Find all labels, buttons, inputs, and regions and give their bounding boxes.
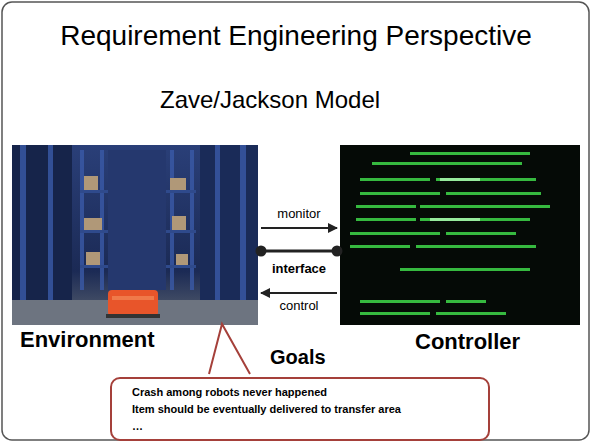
code-screen-illustration	[340, 145, 580, 325]
callout-tail	[92, 374, 93, 375]
slide-title: Requirement Engineering Perspective	[0, 20, 592, 52]
warehouse-illustration	[12, 145, 258, 325]
image-box: Controller	[340, 145, 580, 325]
image-box: Environment	[12, 145, 258, 325]
signal-arrow	[261, 292, 337, 294]
signal-arrow	[261, 227, 337, 229]
goal-text: …	[132, 418, 468, 435]
goals-heading: Goals	[270, 346, 326, 369]
node-label: Controller	[415, 329, 520, 355]
subtitle: Zave/Jackson Model	[160, 86, 360, 114]
robot-illustration	[106, 290, 160, 318]
callout-tail-fill	[211, 326, 247, 375]
edge-label: monitor	[275, 206, 322, 221]
interface-line	[261, 250, 337, 253]
callout-tail-line	[209, 324, 250, 374]
edge-label: control	[277, 298, 320, 313]
goal-text: Crash among robots never happened	[132, 384, 468, 401]
edge-label: interface	[270, 261, 328, 276]
node-label: Environment	[20, 327, 154, 353]
callout-box: GoalsCrash among robots never happenedIt…	[110, 377, 490, 441]
goal-text: Item should be eventually delivered to t…	[132, 401, 468, 418]
